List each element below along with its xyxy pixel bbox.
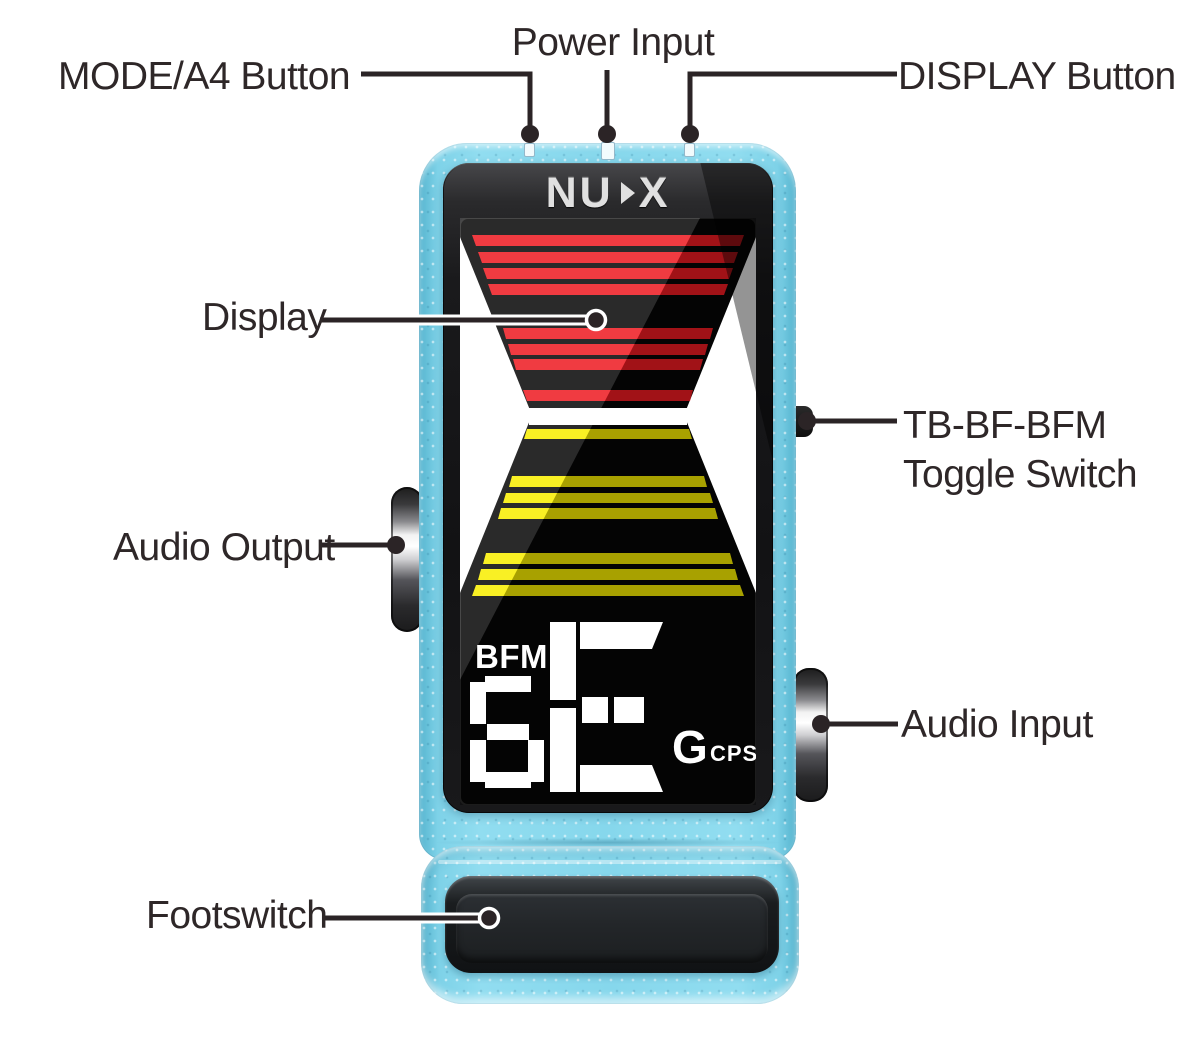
- callout-label-audio-output: Audio Output: [113, 526, 335, 569]
- brand-logo-chevron-icon: [620, 182, 635, 204]
- brand-logo-right: X: [638, 168, 671, 217]
- cased-line-casings: [320, 314, 592, 924]
- callout-label-display-button: DISPLAY Button: [898, 55, 1176, 98]
- red-stripe-meter: [472, 235, 744, 401]
- mode-indicator-text: BFM: [475, 638, 548, 675]
- display-button-leader-line: [687, 71, 897, 128]
- callout-label-audio-input: Audio Input: [901, 703, 1093, 746]
- display-bezel: NU X: [443, 163, 773, 813]
- audio-output-jack[interactable]: [391, 487, 423, 632]
- brand-logo: NU X: [443, 168, 773, 217]
- in-tune-center-band: [529, 408, 687, 425]
- footswitch-pad[interactable]: [456, 894, 768, 963]
- footswitch-button[interactable]: [445, 876, 779, 973]
- callout-label-display: Display: [202, 296, 327, 339]
- tuner-screen: BFM G CPS: [460, 218, 756, 805]
- pedal-neck-crease: [436, 838, 780, 847]
- leader-dots: [387, 125, 830, 930]
- mode-a4-leader-line: [361, 71, 533, 128]
- callout-label-mode-a4: MODE/A4 Button: [58, 55, 351, 98]
- unit-letter-text: G: [672, 721, 708, 773]
- mode-a4-button[interactable]: [524, 143, 535, 157]
- note-letter-glyph: [550, 622, 663, 792]
- screen-side-triangles: [460, 237, 756, 593]
- base-ridge-highlight: [438, 860, 782, 864]
- toggle-label-line2: Toggle Switch: [903, 453, 1138, 497]
- callout-label-power-input: Power Input: [511, 21, 715, 64]
- audio-input-jack[interactable]: [793, 668, 828, 802]
- display-button[interactable]: [684, 143, 695, 157]
- brand-logo-left: NU: [545, 168, 614, 217]
- leader-lines: [320, 70, 898, 921]
- string-digit-glyph: [470, 676, 544, 788]
- toggle-label-line1: TB-BF-BFM: [903, 404, 1107, 447]
- callout-label-toggle-switch: TB-BF-BFM Toggle Switch: [903, 401, 1138, 499]
- yellow-stripe-meter: [472, 429, 744, 596]
- callout-label-footswitch: Footswitch: [146, 894, 328, 937]
- unit-suffix-text: CPS: [710, 741, 756, 766]
